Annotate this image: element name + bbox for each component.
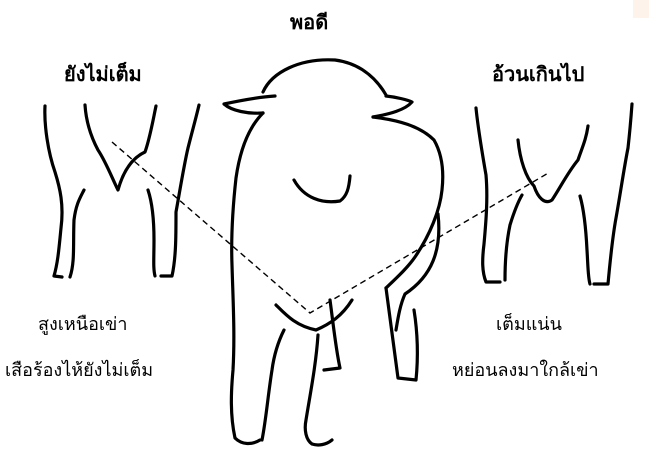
right-hindlegs-too-full: [476, 104, 632, 284]
right-caption-line2: หย่อนลงมาใกล้เข่า: [452, 362, 599, 380]
right-caption-line1: เต็มแน่น: [496, 316, 562, 334]
center-cow-just-right: [224, 60, 443, 445]
left-title: ยังไม่เต็ม: [64, 64, 142, 84]
right-leg-inner-left: [505, 195, 522, 280]
cow-body-left: [231, 113, 263, 444]
center-title: พอดี: [290, 12, 328, 32]
left-leg-inner-right: [148, 190, 155, 276]
left-leg-outer-right: [161, 105, 199, 276]
right-leg-outer-left: [476, 108, 500, 282]
cow-front-leg-right: [305, 335, 332, 445]
left-hindlegs-not-full: [45, 105, 199, 277]
left-caption-line1: สูงเหนือเข่า: [38, 316, 127, 334]
cow-belly-udder-line: [276, 300, 352, 330]
left-udder: [85, 105, 156, 190]
cow-rear-leg: [324, 300, 340, 370]
left-caption-line2: เสือร้องไห้ยังไม่เต็ม: [5, 362, 153, 380]
right-leg-outer-right: [594, 104, 632, 284]
cow-ear-right: [373, 96, 412, 117]
cow-front-leg-left: [262, 330, 284, 440]
right-udder: [518, 126, 588, 202]
cow-head-top: [263, 60, 386, 95]
right-leg-inner-right: [580, 196, 590, 284]
cow-ear-left: [224, 96, 275, 113]
left-leg-inner-left: [70, 190, 84, 277]
cow-udder-front: [294, 176, 350, 202]
right-title: อ้วนเกินไป: [492, 64, 584, 84]
left-leg-outer-left: [45, 106, 62, 277]
